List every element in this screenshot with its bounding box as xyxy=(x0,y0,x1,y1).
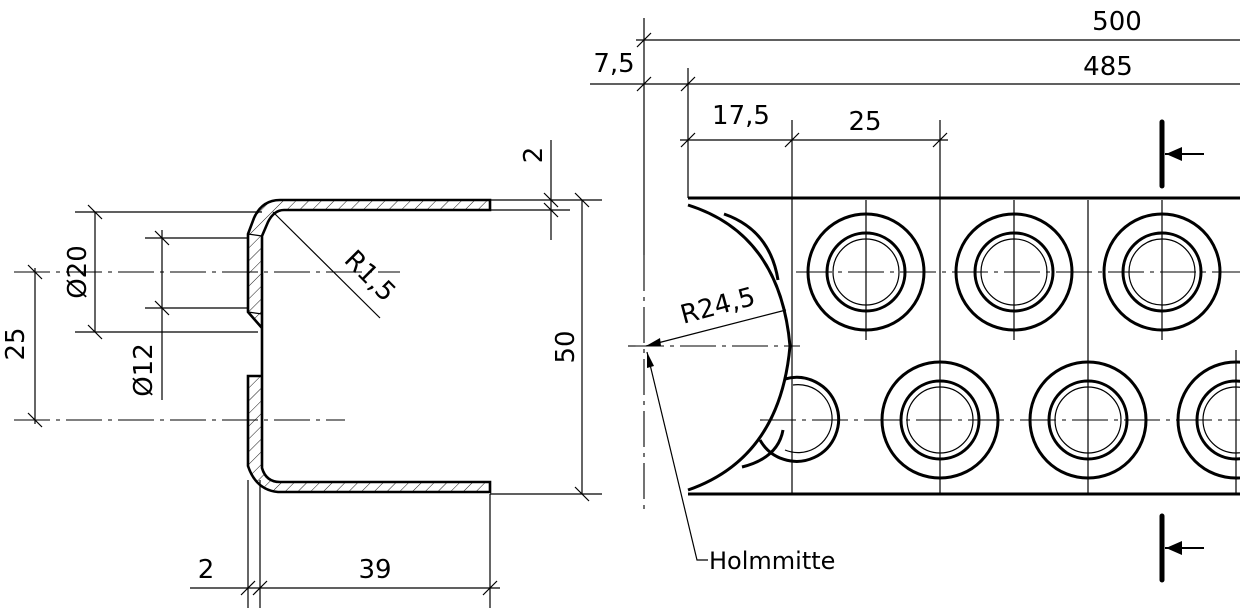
side-view: 500 485 7,5 17,5 25 R24,5 Holmmitte xyxy=(590,7,1240,583)
dim-total-length: 500 xyxy=(1092,7,1142,37)
dim-end-radius: R24,5 xyxy=(677,282,758,331)
dim-inner-length: 485 xyxy=(1083,52,1133,82)
dim-hole-diameter: Ø12 xyxy=(129,343,159,397)
dim-first-pitch: 17,5 xyxy=(712,101,770,131)
profile-section-view: Ø20 Ø12 25 2 50 R1,5 2 39 xyxy=(1,140,602,608)
end-radius-leader xyxy=(645,309,787,347)
dim-height: 50 xyxy=(551,330,581,363)
u-profile-section xyxy=(246,198,492,494)
dim-bend-radius: R1,5 xyxy=(338,245,401,308)
section-marker-bottom xyxy=(1159,513,1204,583)
section-marker-top xyxy=(1159,119,1204,189)
extension-lines-left xyxy=(75,199,602,608)
dim-wall-thickness-bottom: 2 xyxy=(198,555,215,585)
bead-outline xyxy=(247,233,263,377)
dim-pitch: 25 xyxy=(848,107,881,137)
holm-center-leader xyxy=(646,351,708,561)
label-holm-center: Holmmitte xyxy=(709,547,835,575)
dim-wall-thickness-top: 2 xyxy=(519,147,549,164)
dim-flange-width: 39 xyxy=(358,555,391,585)
dim-center-height: 25 xyxy=(1,327,31,360)
dim-bead-diameter: Ø20 xyxy=(63,245,93,299)
dim-offset: 7,5 xyxy=(593,49,634,79)
bend-radius-leader xyxy=(272,211,381,319)
